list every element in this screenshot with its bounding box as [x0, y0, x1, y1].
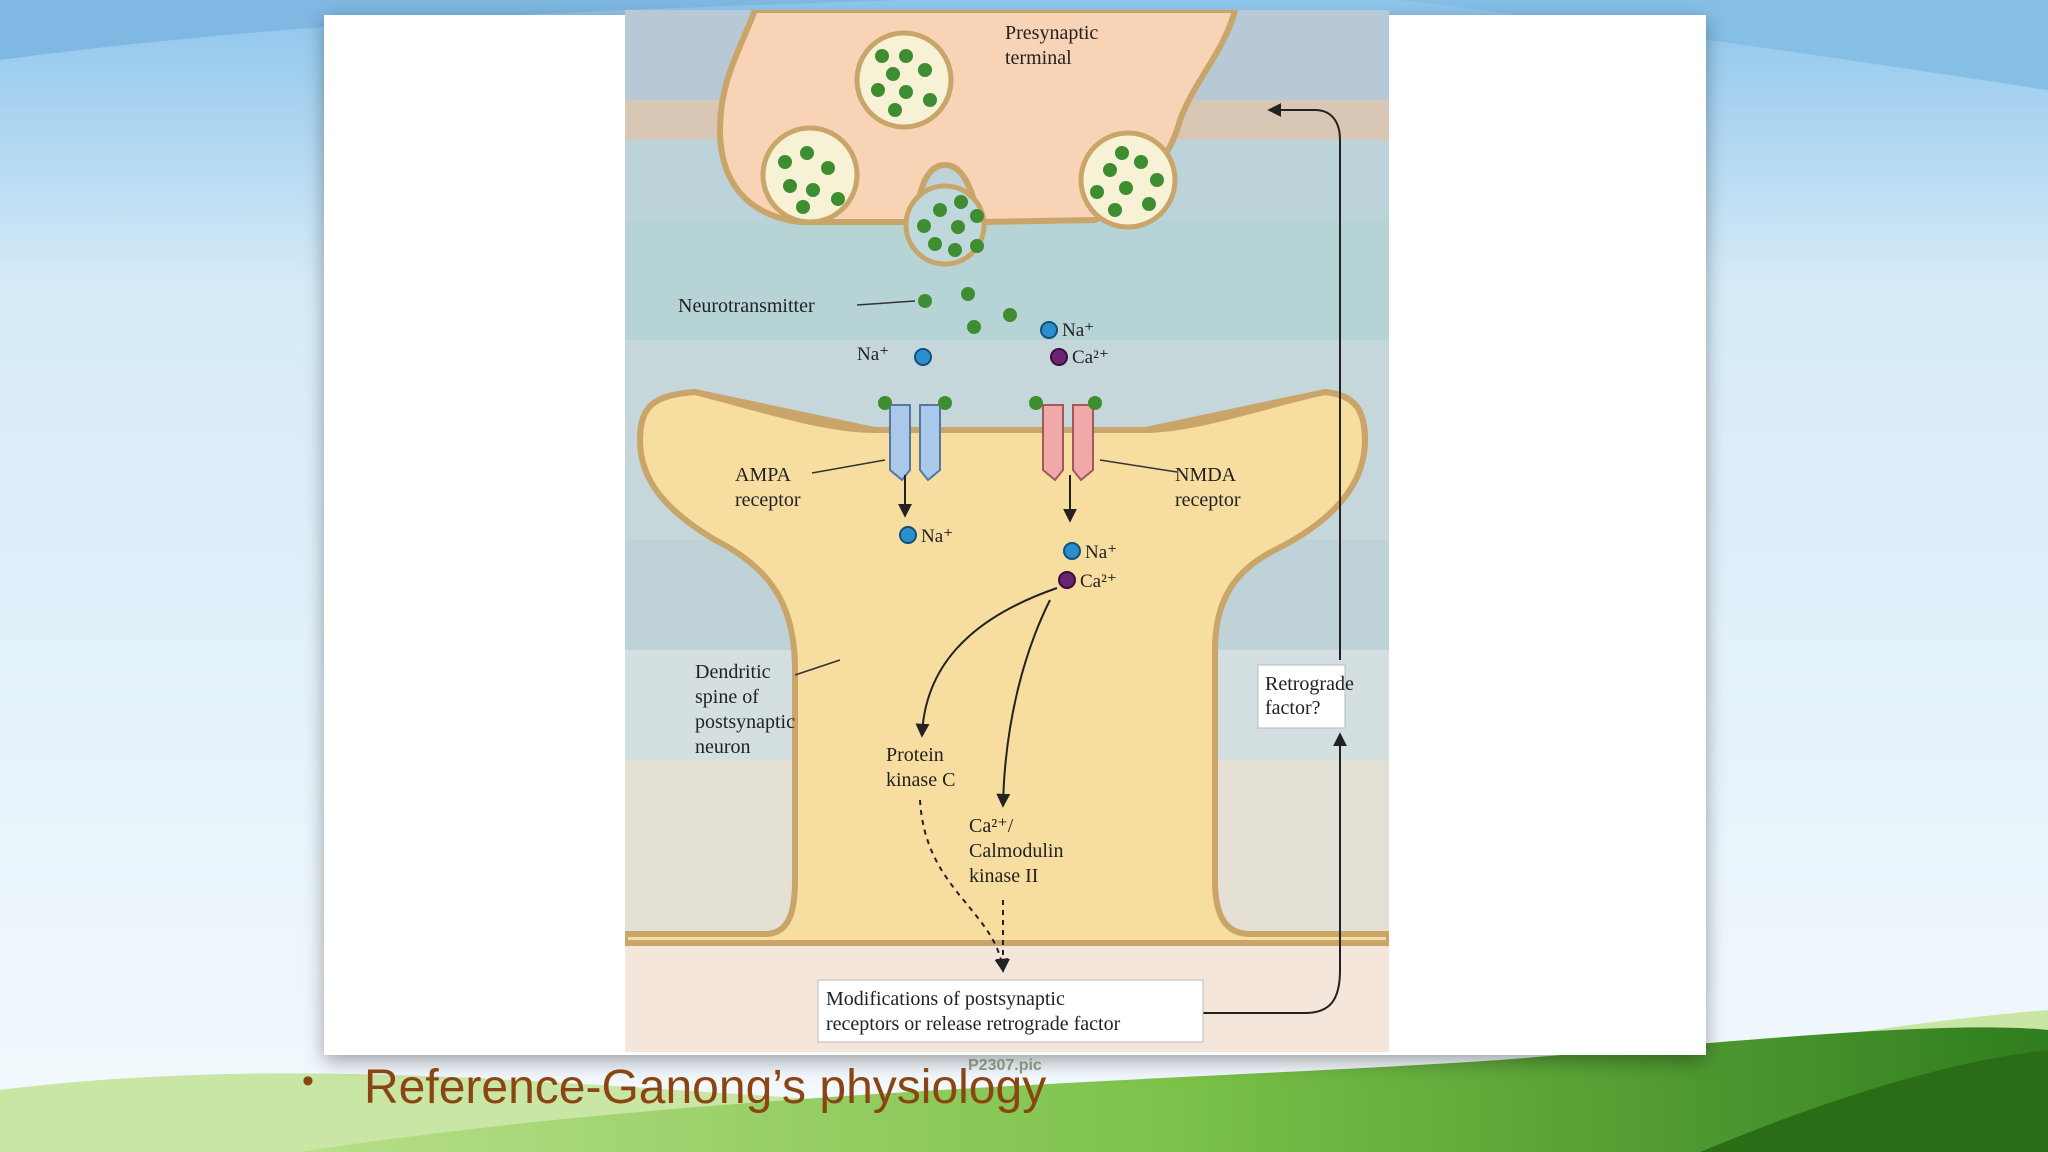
synapse-diagram: Presynaptic terminal Neurotransmitter Na… [625, 10, 1389, 1052]
figure-code: P2307.pic [968, 1057, 1042, 1074]
presynaptic-label: Presynaptic terminal [1005, 22, 1103, 69]
reference-text: Reference-Ganong’s physiology [364, 1061, 1047, 1114]
camk-arrow [996, 599, 1051, 808]
ampa-label: AMPA receptor [735, 464, 801, 511]
modifications-label: Modifications of postsynaptic receptors … [826, 988, 1121, 1035]
ca-ion [1058, 571, 1076, 589]
synaptic-vesicle [1078, 130, 1178, 230]
neurotransmitter-label: Neurotransmitter [678, 295, 815, 317]
na-label: Na⁺ [1062, 320, 1094, 341]
retrograde-box [1257, 664, 1346, 729]
na-ion [1040, 321, 1058, 339]
na-label: Na⁺ [857, 344, 889, 365]
retrograde-label: Retrograde factor? [1265, 673, 1359, 719]
synaptic-vesicle [854, 30, 954, 130]
modifications-box [817, 979, 1204, 1043]
protein-kinase-label: Protein kinase C [886, 744, 955, 791]
releasing-vesicle [903, 183, 987, 267]
ca-label: Ca²⁺ [1080, 571, 1117, 592]
na-label: Na⁺ [1085, 542, 1117, 563]
na-ion [899, 526, 917, 544]
ca-label: Ca²⁺ [1072, 347, 1109, 368]
retrograde-return-arrow [1267, 103, 1341, 660]
camk-label: Ca²⁺/ Calmodulin kinase II [969, 815, 1068, 887]
na-ion [1063, 542, 1081, 560]
ampa-receptor [878, 396, 952, 482]
nmda-label: NMDA receptor [1175, 464, 1241, 511]
released-neurotransmitter [918, 287, 1017, 334]
pkc-modification-arrow [919, 799, 1009, 973]
retrograde-arrow [1200, 732, 1347, 1014]
synaptic-vesicle [760, 125, 860, 225]
dendritic-spine-label: Dendritic spine of postsynaptic neuron [695, 661, 800, 758]
nmda-receptor [1029, 396, 1102, 482]
ca-ion [1050, 348, 1068, 366]
pkc-arrow [915, 587, 1058, 738]
na-label: Na⁺ [921, 526, 953, 547]
na-ion [914, 348, 932, 366]
reference-bullet: • [302, 1062, 314, 1100]
